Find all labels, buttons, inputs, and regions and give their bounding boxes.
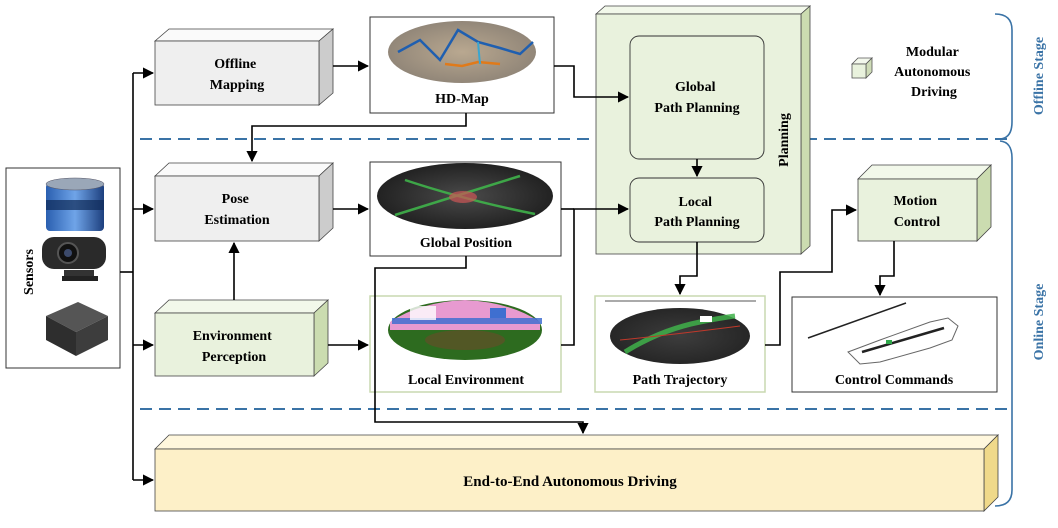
sensors-box: Sensors	[5, 167, 121, 369]
end-to-end-box: End-to-End Autonomous Driving	[154, 434, 999, 512]
offline-stage-bracket	[994, 13, 1013, 140]
car-outline-icon	[847, 317, 959, 365]
lidar-icon	[45, 177, 105, 231]
global-path-planning-box	[629, 35, 765, 160]
global-path-planning-label: Global Path Planning	[654, 80, 739, 116]
sensors-label: Sensors	[22, 249, 37, 295]
offline-mapping-label: Offline Mapping	[210, 57, 264, 93]
path-trajectory-panel: Path Trajectory	[594, 295, 766, 393]
online-stage-label: Online Stage	[1032, 284, 1047, 361]
hd-map-image	[388, 21, 536, 83]
environment-perception-box	[153, 299, 330, 377]
control-commands-label: Control Commands	[835, 373, 954, 388]
offline-mapping-box	[153, 28, 335, 106]
connectors	[120, 60, 895, 486]
pose-estimation-box	[153, 162, 335, 242]
global-position-label: Global Position	[420, 236, 512, 251]
offline-stage-label: Offline Stage	[1032, 37, 1047, 115]
online-stage-bracket	[994, 140, 1013, 507]
legend-cube-icon	[851, 63, 867, 79]
planning-label: Planning	[777, 113, 792, 167]
hd-map-panel: HD-Map	[369, 16, 555, 114]
motion-control-label: Motion Control	[893, 194, 940, 230]
path-trajectory-label: Path Trajectory	[633, 373, 728, 388]
local-environment-panel: Local Environment	[369, 295, 562, 393]
environment-perception-label: Environment Perception	[193, 329, 276, 365]
camera-icon	[42, 237, 106, 281]
radar-icon	[46, 302, 108, 356]
pose-estimation-label: Pose Estimation	[204, 192, 270, 228]
local-environment-label: Local Environment	[408, 373, 524, 388]
path-trajectory-image	[610, 308, 750, 364]
global-position-panel: Global Position	[369, 161, 562, 257]
hd-map-label: HD-Map	[435, 92, 489, 107]
local-path-planning-box	[629, 177, 765, 243]
end-to-end-label: End-to-End Autonomous Driving	[463, 474, 677, 490]
motion-control-box	[857, 164, 992, 242]
legend-label: Modular Autonomous Driving	[894, 45, 974, 100]
local-path-planning-label: Local Path Planning	[654, 195, 739, 230]
legend: Modular Autonomous Driving	[851, 45, 974, 100]
control-commands-panel: Control Commands	[791, 296, 998, 393]
